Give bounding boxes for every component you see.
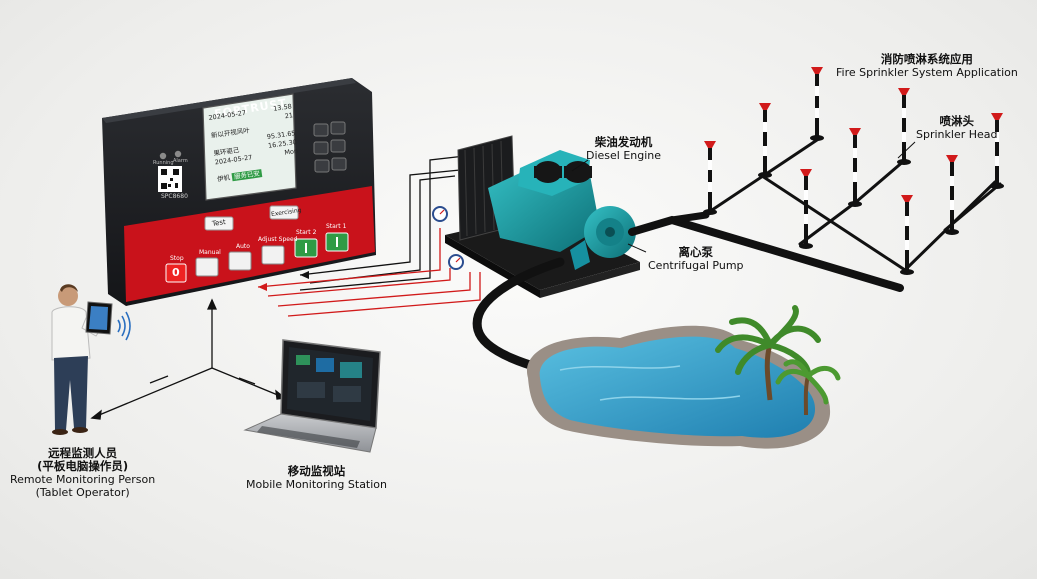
manual-button-label: Manual <box>199 249 221 256</box>
controller-screen <box>202 93 297 201</box>
signal-cables <box>257 155 481 317</box>
discharge-pipe <box>628 211 904 292</box>
auto-button-label: Auto <box>236 243 250 250</box>
sprinkler-head-icon <box>946 155 958 230</box>
led-running-label: Running <box>153 160 174 166</box>
laptop-icon <box>243 339 381 453</box>
sprinkler-network <box>704 136 1002 272</box>
label-remote-person: 远程监测人员 (平板电脑操作员) Remote Monitoring Perso… <box>10 446 156 500</box>
sprinkler-head-icon <box>849 128 861 202</box>
test-button[interactable] <box>204 216 234 231</box>
sprinkler-head-icon <box>704 141 716 210</box>
label-sprinkler-head: 喷淋头 Sprinkler Head <box>916 114 998 142</box>
wireless-signal-icon <box>117 311 131 341</box>
start2-button-label: Start 2 <box>296 229 317 236</box>
stop-button[interactable] <box>165 263 187 283</box>
diesel-engine-pump-set <box>445 135 640 298</box>
manual-button[interactable] <box>195 257 219 277</box>
stop-button-label: Stop <box>170 255 184 262</box>
sprinkler-risers <box>703 67 1004 275</box>
sprinkler-head-icon <box>898 88 910 160</box>
qr-code <box>158 166 182 192</box>
adjust-speed-button[interactable] <box>261 245 285 265</box>
led-alarm <box>174 150 182 158</box>
palm-tree-icon <box>715 305 841 416</box>
led-running <box>159 152 167 160</box>
stop-display: 0 <box>172 266 180 279</box>
exercising-button[interactable] <box>269 205 299 220</box>
sprinkler-head-icon <box>811 67 823 136</box>
tablet-icon <box>85 301 113 335</box>
label-diesel-engine: 柴油发动机 Diesel Engine <box>586 135 662 163</box>
controller-model: SPC8680 <box>161 193 188 200</box>
auto-button[interactable] <box>228 251 252 271</box>
sprinkler-head-icon <box>800 169 812 244</box>
label-centrifugal-pump: 离心泵 Centrifugal Pump <box>648 245 744 273</box>
start1-button-label: Start 1 <box>326 223 347 230</box>
led-alarm-label: Alarm <box>173 158 188 164</box>
label-mobile-station: 移动监视站 Mobile Monitoring Station <box>246 464 388 492</box>
sprinkler-head-icon <box>991 113 1003 184</box>
sprinkler-head-icon <box>901 195 913 270</box>
label-pointers <box>571 141 916 253</box>
controller-panel <box>102 78 376 306</box>
nav-buttons <box>313 121 347 173</box>
adjust-speed-button-label: Adjust Speed <box>258 236 298 243</box>
controller-red-panel <box>124 186 375 302</box>
water-pond <box>526 325 831 449</box>
label-fire-sprinkler: 消防喷淋系统应用 Fire Sprinkler System Applicati… <box>836 52 1018 80</box>
network-lines <box>90 298 287 420</box>
pressure-gauge-icon <box>432 206 464 270</box>
sprinkler-head-icon <box>759 103 771 173</box>
